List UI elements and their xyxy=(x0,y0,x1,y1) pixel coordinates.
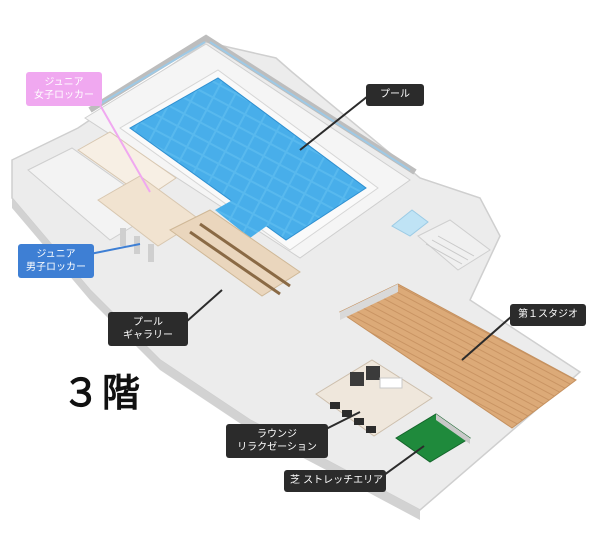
studio-1 xyxy=(338,283,577,429)
junior-girls-locker-callout: ジュニア 女子ロッカー xyxy=(26,72,102,106)
junior-boys-locker-callout: ジュニア 男子ロッカー xyxy=(18,244,94,278)
turf-stretch-area xyxy=(395,413,471,463)
pool-callout: プール xyxy=(366,84,424,106)
pool-gallery-callout: プール ギャラリー xyxy=(108,312,188,346)
callout-lines xyxy=(89,95,513,479)
lounge-callout: ラウンジ リラクゼーション xyxy=(226,424,328,458)
turf-stretch-callout: 芝 ストレッチエリア xyxy=(284,470,386,492)
pool xyxy=(119,69,379,251)
studio1-callout: 第１スタジオ xyxy=(510,304,586,326)
pool-gallery xyxy=(169,209,301,297)
lounge-area xyxy=(315,359,433,437)
floor-label: ３階 xyxy=(62,371,143,415)
small-pool xyxy=(391,209,429,237)
stairs xyxy=(417,219,491,271)
